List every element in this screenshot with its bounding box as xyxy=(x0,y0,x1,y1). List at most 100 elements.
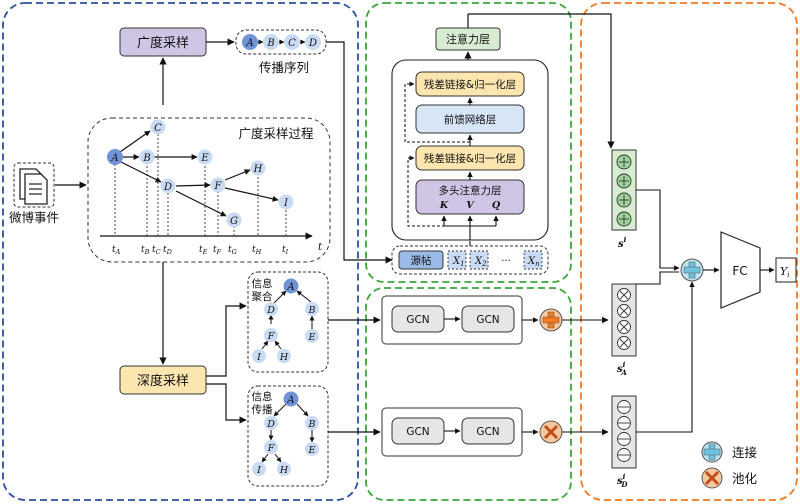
tick-ti: t xyxy=(282,245,286,255)
agg-node-e-label: E xyxy=(308,332,316,343)
ellipsis-label: ··· xyxy=(501,256,511,267)
seq-node-c-label: C xyxy=(288,38,296,49)
node-a xyxy=(107,149,123,165)
prop-node-d xyxy=(264,416,278,430)
prop-node-a xyxy=(283,391,299,407)
output-label: Y xyxy=(780,265,789,278)
tick-tb: t xyxy=(141,245,145,255)
svg-text:tE: tE xyxy=(199,245,208,256)
propagation-tree-nodes: A D B F E I H xyxy=(252,391,319,476)
agg-node-a-label: A xyxy=(286,282,294,293)
feed-forward-label: 前馈网络层 xyxy=(444,113,497,126)
node-f xyxy=(210,177,226,193)
agg-node-h-label: H xyxy=(279,352,289,363)
svg-text:tI: tI xyxy=(282,245,289,256)
node-i xyxy=(278,194,294,210)
sequence-nodes: A B C D xyxy=(242,34,321,50)
seq-node-c xyxy=(284,34,300,50)
node-c xyxy=(150,119,166,135)
agg-node-e xyxy=(305,329,319,343)
s-a-vector xyxy=(611,283,637,357)
prop-node-d-label: D xyxy=(266,419,275,430)
node-e-label: E xyxy=(200,153,209,164)
gcn-2a-label: GCN xyxy=(406,426,429,438)
propagation-label-1: 信息 xyxy=(252,390,273,403)
weibo-event-label: 微博事件 xyxy=(9,210,59,225)
residual-norm-top-label: 残差链接&归一化层 xyxy=(424,78,516,91)
breadth-sampling-label: 广度采样 xyxy=(137,35,189,51)
seq-node-a-label: A xyxy=(245,38,253,49)
fc-layer xyxy=(720,231,761,309)
prop-node-e xyxy=(305,442,319,456)
breadth-process-label: 广度采样过程 xyxy=(238,126,314,141)
axis-t-label: t xyxy=(318,242,323,253)
tick-tc: t xyxy=(152,245,156,255)
agg-node-i-label: I xyxy=(256,352,261,363)
s-d-label: s xyxy=(617,476,623,487)
svg-text:tB: tB xyxy=(141,245,150,256)
gcn-2b-label: GCN xyxy=(476,426,499,438)
document-icon xyxy=(13,162,55,208)
node-b-label: B xyxy=(142,153,150,164)
gcn-1a-label: GCN xyxy=(406,314,429,326)
time-ticks: tA tB tC tD tE tF tG tH tI xyxy=(112,245,289,256)
source-post-label: 源帖 xyxy=(411,254,432,267)
svg-text:tF: tF xyxy=(213,245,222,256)
tick-td: t xyxy=(163,245,167,255)
node-b xyxy=(139,149,155,165)
svg-text:tA: tA xyxy=(112,245,121,256)
attention-layer-label: 注意力层 xyxy=(446,32,490,46)
fusion-region xyxy=(580,2,798,501)
prop-node-a-label: A xyxy=(286,395,294,406)
svg-text:Yi: Yi xyxy=(780,265,790,279)
agg-node-d xyxy=(264,302,278,316)
prop-node-i xyxy=(252,462,266,476)
aggregation-label-2: 聚合 xyxy=(252,290,273,303)
svg-text:X1: X1 xyxy=(452,256,465,268)
seq-node-d-label: D xyxy=(308,38,317,49)
x1-label: X xyxy=(452,256,461,267)
prop-node-i-label: I xyxy=(256,465,261,476)
agg-node-i xyxy=(252,349,266,363)
source-post-box xyxy=(398,250,444,270)
seq-node-a xyxy=(242,34,258,50)
node-i-label: I xyxy=(283,198,289,209)
tick-te: t xyxy=(199,245,203,255)
encoder-region-bottom xyxy=(365,287,572,501)
agg-node-h xyxy=(277,349,291,363)
seq-node-b xyxy=(263,34,279,50)
svg-text:tH: tH xyxy=(252,245,262,256)
xn-box xyxy=(523,250,543,270)
sampling-region xyxy=(2,2,359,501)
prop-node-f xyxy=(264,440,278,454)
legend-concat-icon xyxy=(701,441,723,463)
residual-norm-bottom-label: 残差链接&归一化层 xyxy=(424,152,516,165)
tick-tg: t xyxy=(228,245,232,255)
agg-node-f xyxy=(264,328,278,342)
s-i-label: s xyxy=(618,239,624,250)
depth-sampling-label: 深度采样 xyxy=(137,373,189,389)
concat-icon-1 xyxy=(539,308,563,332)
svg-text:si: si xyxy=(618,235,627,250)
node-g xyxy=(226,212,242,228)
k-label: K xyxy=(439,200,449,211)
node-c-label: C xyxy=(154,123,162,134)
node-h-label: H xyxy=(253,164,263,175)
legend-concat-label: 连接 xyxy=(732,445,758,460)
legend-pool-icon xyxy=(701,467,723,489)
pool-icon-1 xyxy=(539,420,563,444)
v-label: V xyxy=(466,200,475,211)
svg-text:siD: siD xyxy=(617,472,628,489)
gcn-1b xyxy=(461,305,515,333)
agg-node-f-label: F xyxy=(267,331,275,342)
residual-norm-top xyxy=(415,71,525,97)
aggregation-tree-box xyxy=(247,271,329,373)
prop-node-f-label: F xyxy=(267,443,275,454)
s-a-label: s xyxy=(617,364,623,375)
propagation-tree-box xyxy=(247,385,329,487)
node-e xyxy=(197,149,213,165)
fc-label: FC xyxy=(732,264,747,278)
agg-node-d-label: D xyxy=(266,305,275,316)
aggregation-label-1: 信息 xyxy=(252,277,273,290)
